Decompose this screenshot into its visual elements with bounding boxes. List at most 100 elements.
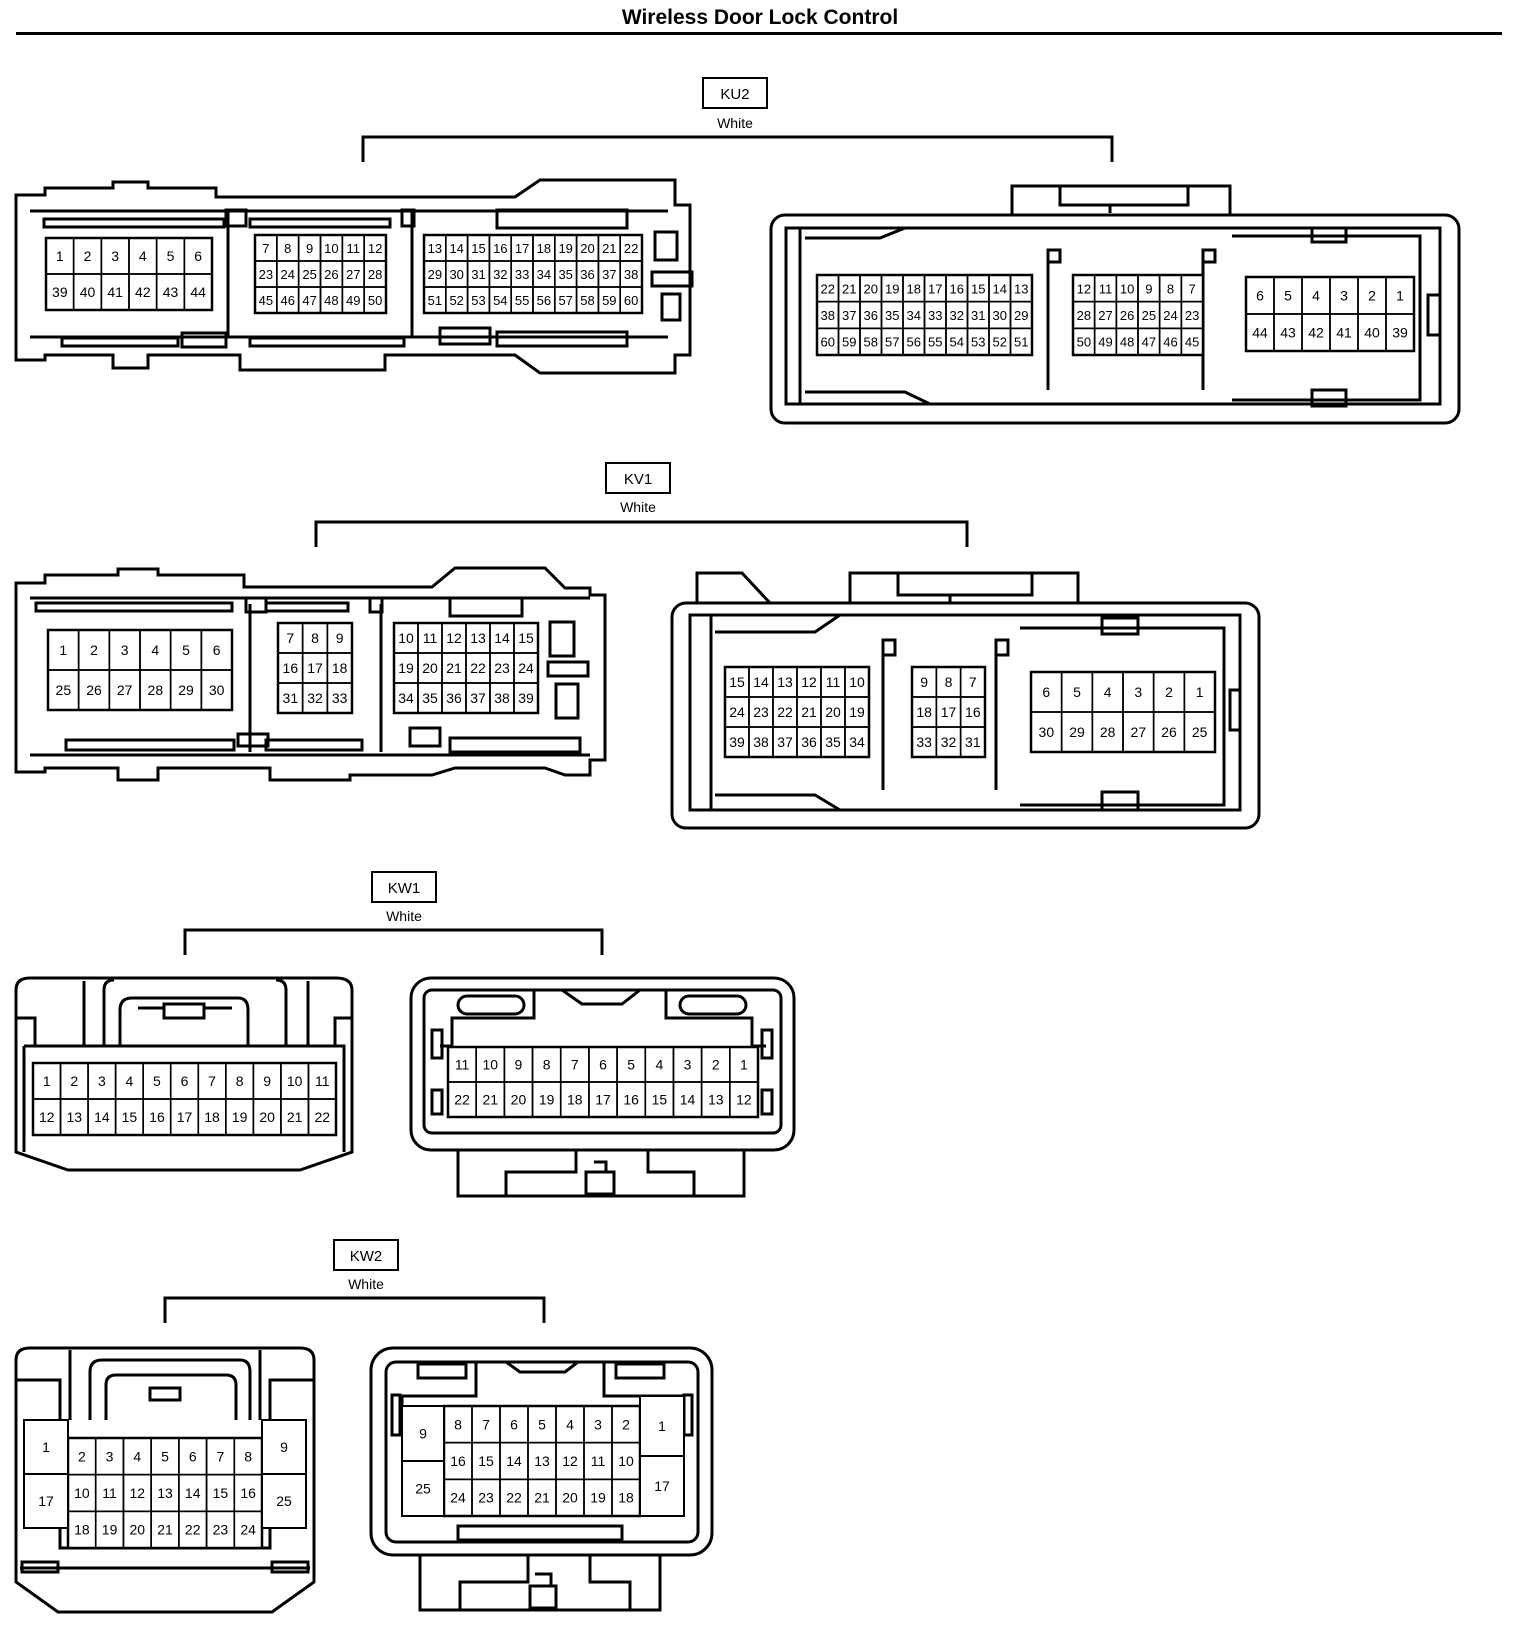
pin-number: 23 [753,704,769,720]
pin-number: 12 [368,241,382,256]
pin-number: 8 [236,1073,244,1089]
connector-code: KU2 [720,86,749,103]
pin-number: 6 [194,248,202,264]
pin-number: 22 [185,1522,201,1538]
pin-number: 6 [213,642,221,658]
pin-number: 15 [471,241,485,256]
pin-number: 22 [821,281,835,296]
pin-number: 41 [1336,325,1352,341]
pin-number: 38 [624,267,638,282]
pin-number: 14 [449,241,463,256]
pin-number: 17 [941,704,957,720]
pin-number: 53 [471,293,485,308]
pin-number: 24 [1163,308,1177,323]
pin-number: 25 [1142,308,1156,323]
pin-number: 22 [624,241,638,256]
pin-number: 4 [566,1416,574,1432]
connector-bracket [183,928,604,955]
pin-number: 52 [993,335,1007,350]
pin-number: 12 [39,1109,55,1125]
pin-number: 34 [537,267,551,282]
pin-number: 19 [102,1522,118,1538]
pin-number: 55 [928,335,942,350]
pin-number: 42 [1308,325,1324,341]
pin-number: 17 [515,241,529,256]
pin-cell [729,1081,759,1118]
pin-number: 29 [1069,724,1085,740]
connector-code: KW1 [388,880,421,897]
pin-cell [1180,327,1204,356]
pin-number: 36 [580,267,594,282]
pin-number: 11 [102,1485,117,1501]
pin-number: 8 [244,1448,252,1464]
pin-number: 16 [623,1092,639,1108]
connector-code: KW2 [350,1248,383,1265]
pin-number: 10 [482,1057,498,1073]
pin-number: 17 [177,1109,193,1125]
pin-number: 24 [729,704,745,720]
pin-number: 18 [74,1522,90,1538]
pin-number: 7 [1189,281,1196,296]
pin-number: 38 [753,734,769,750]
pin-number: 16 [240,1485,256,1501]
pin-number: 6 [1042,684,1050,700]
pin-number: 27 [117,682,133,698]
pin-number: 38 [494,690,510,706]
pin-cell [959,726,986,758]
pin-number: 1 [59,642,67,658]
pin-number: 40 [80,284,96,300]
pin-number: 20 [511,1092,527,1108]
pin-number: 3 [594,1416,602,1432]
pin-number: 30 [209,682,225,698]
pin-number: 29 [1014,308,1028,323]
pin-number: 14 [993,281,1007,296]
connector-color: White [620,499,656,515]
pin-number: 12 [562,1453,578,1469]
pin-number: 21 [287,1109,303,1125]
pin-number: 1 [658,1418,666,1434]
pin-number: 30 [1039,724,1055,740]
pin-number: 57 [885,335,899,350]
pin-number: 9 [280,1439,288,1455]
pin-number: 40 [1364,325,1380,341]
pin-number: 2 [70,1073,78,1089]
pin-cell [183,273,213,311]
pin-number: 15 [652,1092,668,1108]
pin-number: 23 [259,267,273,282]
pin-number: 36 [801,734,817,750]
pin-number: 5 [1073,684,1081,700]
pin-number: 5 [167,248,175,264]
pin-number: 6 [181,1073,189,1089]
pin-number: 31 [965,734,981,750]
pin-number: 6 [599,1057,607,1073]
pin-number: 7 [969,674,977,690]
pin-number: 1 [43,1073,51,1089]
pin-number: 6 [510,1416,518,1432]
pin-number: 14 [506,1453,522,1469]
pin-number: 8 [284,241,291,256]
pin-number: 39 [1392,325,1408,341]
pin-number: 18 [618,1490,634,1506]
pin-number: 10 [324,241,338,256]
pin-number: 21 [602,241,616,256]
pin-number: 16 [950,281,964,296]
pin-number: 6 [1256,288,1264,304]
pin-number: 19 [558,241,572,256]
pin-cell [326,682,353,714]
pin-number: 47 [1142,335,1156,350]
pin-number: 33 [515,267,529,282]
pin-number: 17 [307,660,323,676]
pin-number: 4 [151,642,159,658]
pin-number: 3 [121,642,129,658]
pin-number: 29 [178,682,194,698]
kv1-right-housing [670,571,1261,830]
connector-color: White [717,115,753,131]
